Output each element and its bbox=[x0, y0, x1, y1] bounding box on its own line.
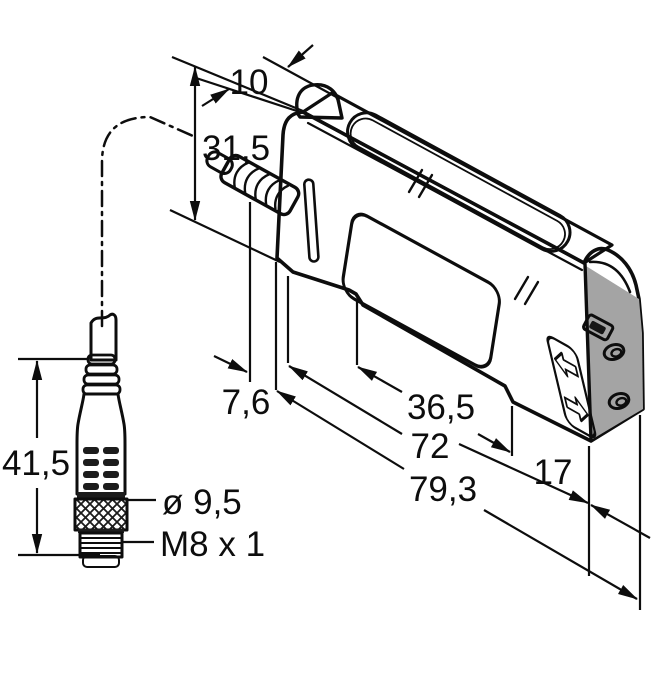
extension-lines bbox=[248, 202, 642, 610]
connector-cable bbox=[89, 312, 118, 362]
connector-knurl bbox=[73, 497, 129, 532]
top-edge-inner-line bbox=[306, 121, 584, 272]
dim-connector-length: 41,5 bbox=[2, 357, 100, 557]
dim-label-gland-protrusion: 7,6 bbox=[222, 383, 271, 422]
right-arrow-icon bbox=[563, 396, 589, 423]
latch-lever-line bbox=[588, 260, 632, 294]
connector-band2 bbox=[78, 529, 124, 533]
cable-slot bbox=[303, 178, 320, 263]
connector-tip bbox=[82, 555, 120, 568]
connector-band bbox=[77, 492, 125, 499]
dim-connector-thread: M8 x 1 bbox=[123, 525, 265, 564]
fiber-port-bottom bbox=[607, 391, 631, 411]
fiber-port-top bbox=[602, 342, 626, 362]
dim-label-connector-diameter: ø 9,5 bbox=[162, 483, 242, 522]
dim-housing-length: 72 bbox=[288, 365, 589, 505]
dim-label-connector-thread: M8 x 1 bbox=[160, 525, 265, 564]
left-arrow-icon bbox=[553, 351, 579, 378]
connector-thread bbox=[78, 531, 124, 559]
function-buttons-panel bbox=[546, 335, 597, 439]
dim-label-clip-spacing: 36,5 bbox=[407, 388, 475, 427]
dim-label-housing-length: 72 bbox=[411, 427, 450, 466]
body-side-face bbox=[275, 110, 645, 443]
connector-grip-ribs bbox=[83, 447, 119, 490]
dim-label-connector-length: 41,5 bbox=[2, 444, 70, 483]
m8-connector bbox=[73, 312, 129, 568]
mold-marks bbox=[407, 168, 540, 306]
body-end-face bbox=[586, 266, 643, 440]
dim-overall-length: 79,3 bbox=[276, 390, 638, 600]
dim-label-housing-height: 31,5 bbox=[202, 129, 270, 168]
display-window bbox=[341, 212, 501, 369]
dim-gland-protrusion: 7,6 bbox=[213, 355, 271, 422]
dim-label-overall-length: 79,3 bbox=[409, 470, 477, 509]
connector-grip bbox=[75, 392, 127, 496]
dim-housing-height: 31,5 bbox=[169, 55, 304, 263]
dim-connector-diameter: ø 9,5 bbox=[127, 483, 242, 522]
cable-gland bbox=[205, 150, 301, 217]
gland-cable bbox=[205, 150, 234, 176]
amplifier-body bbox=[275, 83, 645, 443]
dim-label-end-depth: 17 bbox=[534, 453, 573, 492]
body-lid bbox=[346, 111, 572, 253]
latch-slot bbox=[582, 313, 615, 342]
dim-end-depth: 17 bbox=[534, 453, 651, 539]
dim-clip-spacing: 36,5 bbox=[357, 366, 511, 453]
cable-route-dashline bbox=[100, 115, 195, 328]
